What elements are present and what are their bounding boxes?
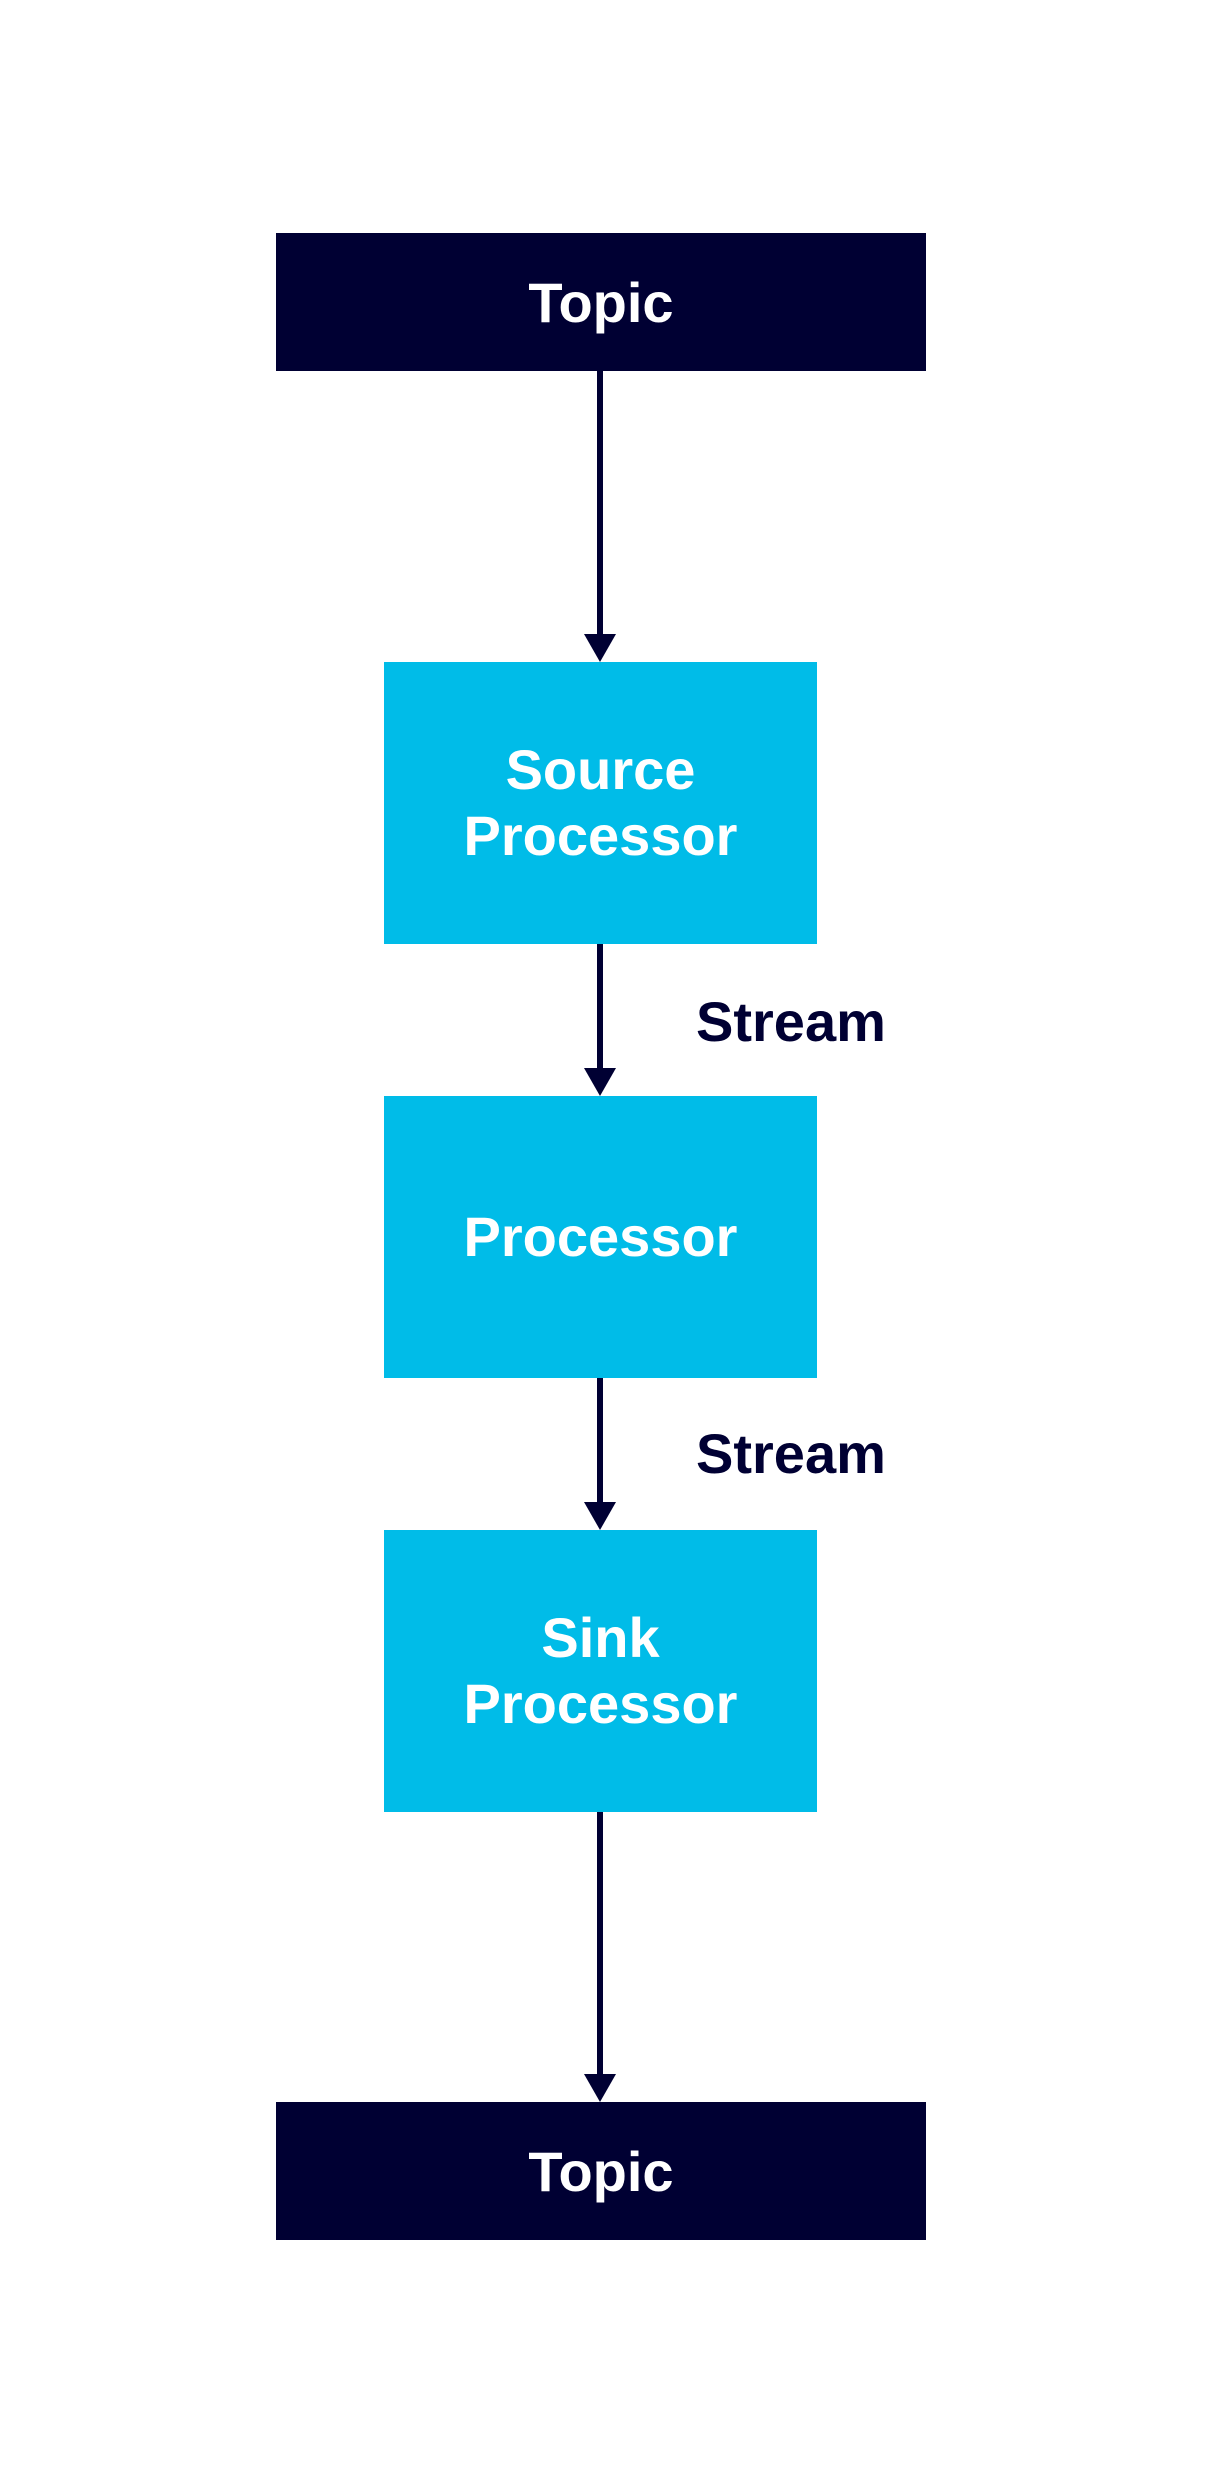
processor-node: Processor [384,1096,817,1378]
topic-bottom-node: Topic [276,2102,926,2240]
source-processor-label-line1: Source [505,738,696,801]
arrowhead-processor-to-sink [584,1502,616,1530]
sink-processor-label-line1: Sink [541,1606,660,1669]
stream-label-2: Stream [696,1422,886,1485]
sink-processor-node: Sink Processor [384,1530,817,1812]
stream-label-1: Stream [696,990,886,1053]
arrowhead-topic-to-source [584,634,616,662]
arrowhead-source-to-processor [584,1068,616,1096]
source-processor-node: Source Processor [384,662,817,944]
arrowhead-sink-to-topic [584,2074,616,2102]
topic-bottom-label: Topic [528,2139,674,2203]
topic-top-node: Topic [276,233,926,371]
topic-top-label: Topic [528,270,674,334]
processor-label: Processor [463,1205,738,1268]
sink-processor-label-line2: Processor [463,1672,738,1735]
source-processor-label-line2: Processor [463,804,738,867]
